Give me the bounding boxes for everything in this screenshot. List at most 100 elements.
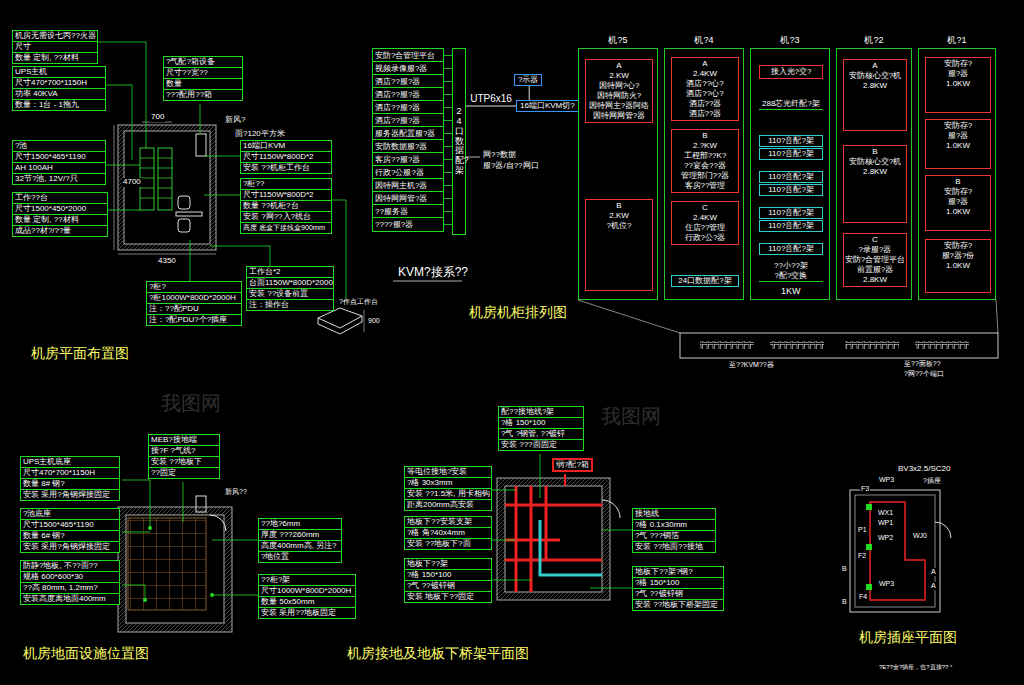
spec-callout: 地板下??架?格 150*100?气 ??镀锌钢安装 地板下??固定 [404,558,492,603]
node-text: ?气 ??镀锌钢 [405,581,491,592]
node-text: 2.8KW [844,167,906,177]
node-text: 110?音配?架 [760,172,822,182]
port-group [700,341,754,349]
node-text: 110?音配?架 [760,244,822,254]
node-text: ??高 80mm, 1.2mm? [21,583,119,594]
annotation: WP3 [878,580,895,588]
drawing-title: 机房地面设施位置图 [22,646,150,661]
equipment-group: B2.KW?机位? [585,199,653,291]
equipment-group: B2.?KW工程部??K???宴会??器管理部门??器客房??管理 [671,129,739,193]
node-text: 1.0KW [926,141,990,151]
desk [176,212,202,216]
rack-heading: 机?2 [837,35,911,45]
node-text: 安装 ??地板下 [149,457,219,468]
node-text: 高度 底盒下接线盒900mm [241,223,331,233]
node-text: 安防存? [926,59,990,69]
node-text: ?格 0.1x30mm [633,520,715,531]
node-text: C [672,203,738,213]
patch-panel-item: 110?音配?架 [759,135,823,147]
equipment-group: A2.4KW酒店??心?酒店??心?酒店??器酒店??器 [671,57,739,121]
node-text: 客房??管理 [672,181,738,191]
door [602,500,620,518]
workbench [318,308,362,334]
spec-callout: UPS主机底座尺寸470*700*1150H数量 8# 钢?安装 采用?角钢焊接… [20,456,120,501]
spec-callout: UPS主机尺寸470*700*1150H功率 40KVA数量：1台 - 1拖九 [12,66,106,111]
annotation: ?网??个端口 [903,370,945,378]
node-text: 弱?配?箱 [556,460,589,470]
node-text: UPS主机 [13,67,105,78]
node-text: 前置服?器 [844,265,906,275]
spec-callout: 接地线?格 0.1x30mm?气 ???铜箔安装 ??地面??接地 [632,508,716,553]
node-text: 安防核心交?机 [844,157,906,167]
node-text: 酒店??心? [672,89,738,99]
node-text: 32节?池, 12V/?只 [13,174,105,184]
node-text: 尺寸1000W*800D*2000H [259,586,355,597]
spec-callout: 工作??台尺寸1500*450*2000数量 定制, ??材料成品??材?/??… [12,192,108,237]
node-text: ?格 150*100 [499,418,583,429]
equipment-group: 安防存?服?器1.0KW [925,119,991,169]
node-text: 接入光?交? [760,67,822,77]
node-text: 地板下??安装支架 [405,517,491,528]
patch-panel-item: 110?音配?架 [759,243,823,255]
node-text: ??柜?架 [259,575,355,586]
patch-panel-strip [578,300,998,358]
patch-panel-item: 110?音配?架 [759,220,823,232]
annotation: B [841,565,848,573]
annotation: WJ0 [912,532,928,540]
node-text: 安防?合管理平台 [373,49,443,62]
node-text: 注：操作台 [247,300,333,310]
node-text: ??固定 [149,468,219,478]
node-text: 2.4KW [672,213,738,223]
annotation: F4 [858,593,868,601]
node-text: 1.0KW [926,207,990,217]
rack-item: 288芯光纤配?架 [759,99,823,110]
leader-dot [148,526,152,530]
bracket [578,300,998,333]
spec-callout: ?气配?箱设备尺寸??宽??数量???配用??箱 [163,56,243,101]
node-text: ?池底座 [21,509,119,520]
drawing-title: 机房平面布置图 [30,346,130,361]
node-text: 规格 600*600*30 [21,572,119,583]
rack-row [158,148,172,210]
node-text: 2.8KW [844,81,906,91]
room [124,131,210,244]
node-text: 尺寸470*700*1150H [21,468,119,479]
annotation: ?作点工作台 [338,298,379,306]
node-text: 数量 ??机柜?台 [241,201,331,212]
port-group [770,341,824,349]
annotation: 服?器/自??网口 [482,162,540,171]
node-text: 110?音配?架 [760,208,822,218]
wall [850,490,940,612]
node-text: 数量 6# 钢? [21,531,119,542]
node-text: 尺寸470*700*1150H [13,78,105,89]
spec-callout: 等电位接地?安装?格 30x3mm安装 ??1.5米, 用卡相钩距离200mm高… [404,466,492,511]
node-text: ?气 ???铜箔 [633,531,715,542]
patch-panel-item: 24口数据配?架 [671,275,739,287]
spec-callout: 机房无需设七丙??火器尺寸数量 定制, ??材料 [12,30,98,64]
node-text: 数量 定制, ??材料 [13,53,97,63]
node-text: 服务器配置服?器 [373,127,443,140]
rack-heading: 机?1 [919,35,995,45]
node-text: 管理部门??器 [672,171,738,181]
annotation: WP1 [877,519,894,527]
node-text: 地板下??架?钢? [633,567,723,578]
ground-bar [540,520,602,575]
spec-callout: MEB?接地端接?F ?气线?安装 ??地板下??固定 [148,434,220,479]
node-text: 服?器?份 [926,251,990,261]
node-text: ?录服?器 [844,245,906,255]
device-box: ?示器 [514,74,542,86]
node-text: 110?音配?架 [760,136,822,146]
node-text: B [926,177,990,187]
node-text: ?格 150*100 [405,570,491,581]
connector [529,86,530,100]
spec-callout: 16端口KVM尺寸1150W*800D*2安装 ??机柜工作台 [240,140,332,174]
port-group [915,341,969,349]
equipment-group: 安防存?服?器1.0KW [925,57,991,113]
spec-callout: 防静?地板, 不??面??规格 600*600*30??高 80mm, 1.2m… [20,560,120,605]
connector [466,106,516,107]
node-text: 安装 地板下??固定 [405,592,491,602]
node-text: 等电位接地?安装 [405,467,491,478]
socket-wiring [870,502,925,600]
node-text: ?气 ??镀锌钢 [633,589,723,600]
rack-item: ??小??架?配?交换 [759,261,823,282]
